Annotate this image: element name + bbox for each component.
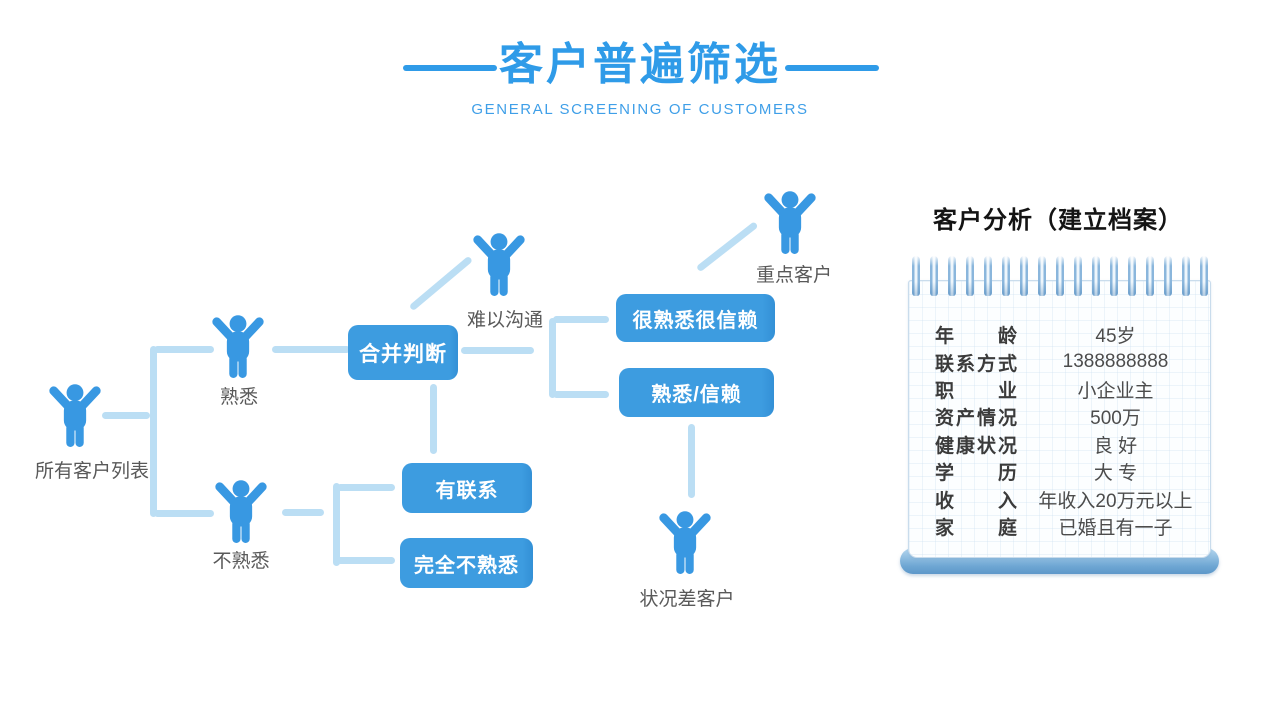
- connector-left-bracket-bottom-arm: [154, 510, 214, 517]
- cheering-person-icon: [473, 233, 525, 296]
- page-subtitle: GENERAL SCREENING OF CUSTOMERS: [471, 101, 809, 118]
- title-decor-line-left: [403, 65, 497, 71]
- person-icon-all-customers: [44, 383, 106, 447]
- profile-label: 收入: [935, 490, 1017, 512]
- profile-value: 45岁: [1095, 326, 1136, 348]
- spiral-coil: [1020, 256, 1028, 296]
- profile-panel-title: 客户分析（建立档案）: [933, 207, 1183, 234]
- spiral-coil: [966, 256, 974, 296]
- spiral-coil: [1200, 256, 1208, 296]
- connector-merge-down: [430, 384, 437, 454]
- person-label-familiar: 熟悉: [219, 387, 259, 408]
- title-decor-line-right: [785, 65, 879, 71]
- page-title: 客户普遍筛选: [499, 40, 781, 89]
- spiral-coil: [1164, 256, 1172, 296]
- profile-row-health: 健康状况 良 好: [935, 431, 1198, 458]
- profile-label: 年龄: [935, 326, 1017, 348]
- spiral-coil: [984, 256, 992, 296]
- person-icon-difficult: [468, 232, 530, 296]
- profile-value: 500万: [1090, 408, 1141, 430]
- notepad: 年龄 45岁 联系方式 1388888888 职业 小企业主 资产情况 500万…: [898, 254, 1222, 580]
- connector-bottom-bracket-bottom-arm: [337, 557, 395, 564]
- profile-label: 资产情况: [935, 408, 1017, 430]
- profile-row-occupation: 职业 小企业主: [935, 376, 1198, 403]
- connector-right-bracket-bottom-arm: [553, 391, 609, 398]
- person-icon-key-customer: [759, 190, 821, 254]
- flow-box-familiar-trusted: 熟悉/信赖: [619, 368, 774, 417]
- cheering-person-icon: [49, 384, 101, 447]
- connector-familiar-to-merge: [272, 346, 350, 353]
- connector-bottom-bracket-vertical: [333, 483, 340, 566]
- cheering-person-icon: [659, 511, 711, 574]
- person-icon-bad-customer: [654, 510, 716, 574]
- cheering-person-icon: [215, 480, 267, 543]
- cheering-person-icon: [764, 191, 816, 254]
- connector-left-bracket-top-arm: [154, 346, 214, 353]
- spiral-coil: [1182, 256, 1190, 296]
- spiral-coil: [948, 256, 956, 296]
- connector-merge-to-right-bracket: [461, 347, 534, 354]
- flow-box-totally-unfamiliar: 完全不熟悉: [400, 538, 533, 588]
- profile-value: 年收入20万元以上: [1038, 490, 1193, 512]
- person-label-key-customer: 重点客户: [755, 265, 833, 286]
- profile-value: 1388888888: [1062, 351, 1169, 373]
- person-icon-unfamiliar: [210, 479, 272, 543]
- flow-box-merge-judgement: 合并判断: [348, 325, 458, 380]
- notepad-paper: 年龄 45岁 联系方式 1388888888 职业 小企业主 资产情况 500万…: [908, 280, 1211, 558]
- profile-value: 良 好: [1093, 435, 1138, 457]
- profile-label: 学历: [935, 463, 1017, 485]
- spiral-coil: [1056, 256, 1064, 296]
- profile-row-age: 年龄 45岁: [935, 321, 1198, 348]
- connector-bottom-bracket-top-arm: [337, 484, 395, 491]
- spiral-coil: [1002, 256, 1010, 296]
- spiral-coil: [1146, 256, 1154, 296]
- person-label-all-customers: 所有客户列表: [34, 461, 150, 482]
- person-label-difficult: 难以沟通: [466, 310, 544, 331]
- connector-right-bracket-vertical: [549, 318, 556, 398]
- flow-box-has-contact: 有联系: [402, 463, 532, 513]
- connector-trust-to-bad-vertical: [688, 424, 695, 498]
- profile-label: 职业: [935, 380, 1017, 402]
- connector-left-bracket-vertical: [150, 346, 157, 517]
- profile-row-income: 收入 年收入20万元以上: [935, 485, 1198, 512]
- person-icon-familiar: [207, 314, 269, 378]
- profile-label: 家庭: [935, 517, 1017, 539]
- spiral-coil: [1074, 256, 1082, 296]
- spiral-coil: [1092, 256, 1100, 296]
- profile-row-education: 学历 大 专: [935, 458, 1198, 485]
- connector-merge-to-difficult-diagonal: [408, 255, 474, 312]
- connector-veryfamiliar-to-key-diagonal: [695, 221, 759, 273]
- connector-all-to-bracket: [102, 412, 150, 419]
- spiral-coil: [1128, 256, 1136, 296]
- spiral-coil: [1110, 256, 1118, 296]
- profile-value: 大 专: [1093, 463, 1138, 485]
- cheering-person-icon: [212, 315, 264, 378]
- profile-label: 联系方式: [935, 353, 1017, 375]
- spiral-binding: [912, 256, 1208, 298]
- connector-unfamiliar-to-bracket: [282, 509, 324, 516]
- profile-row-family: 家庭 已婚且有一子: [935, 513, 1198, 540]
- profile-row-assets: 资产情况 500万: [935, 403, 1198, 430]
- connector-right-bracket-top-arm: [553, 316, 609, 323]
- person-label-unfamiliar: 不熟悉: [212, 551, 270, 572]
- person-label-bad-customer: 状况差客户: [639, 589, 735, 610]
- profile-row-contact: 联系方式 1388888888: [935, 348, 1198, 375]
- spiral-coil: [912, 256, 920, 296]
- profile-value: 已婚且有一子: [1058, 517, 1173, 539]
- profile-label: 健康状况: [935, 435, 1017, 457]
- spiral-coil: [1038, 256, 1046, 296]
- profile-rows: 年龄 45岁 联系方式 1388888888 职业 小企业主 资产情况 500万…: [935, 321, 1198, 540]
- flow-box-very-familiar-trusted: 很熟悉很信赖: [616, 294, 775, 342]
- spiral-coil: [930, 256, 938, 296]
- profile-value: 小企业主: [1077, 380, 1154, 402]
